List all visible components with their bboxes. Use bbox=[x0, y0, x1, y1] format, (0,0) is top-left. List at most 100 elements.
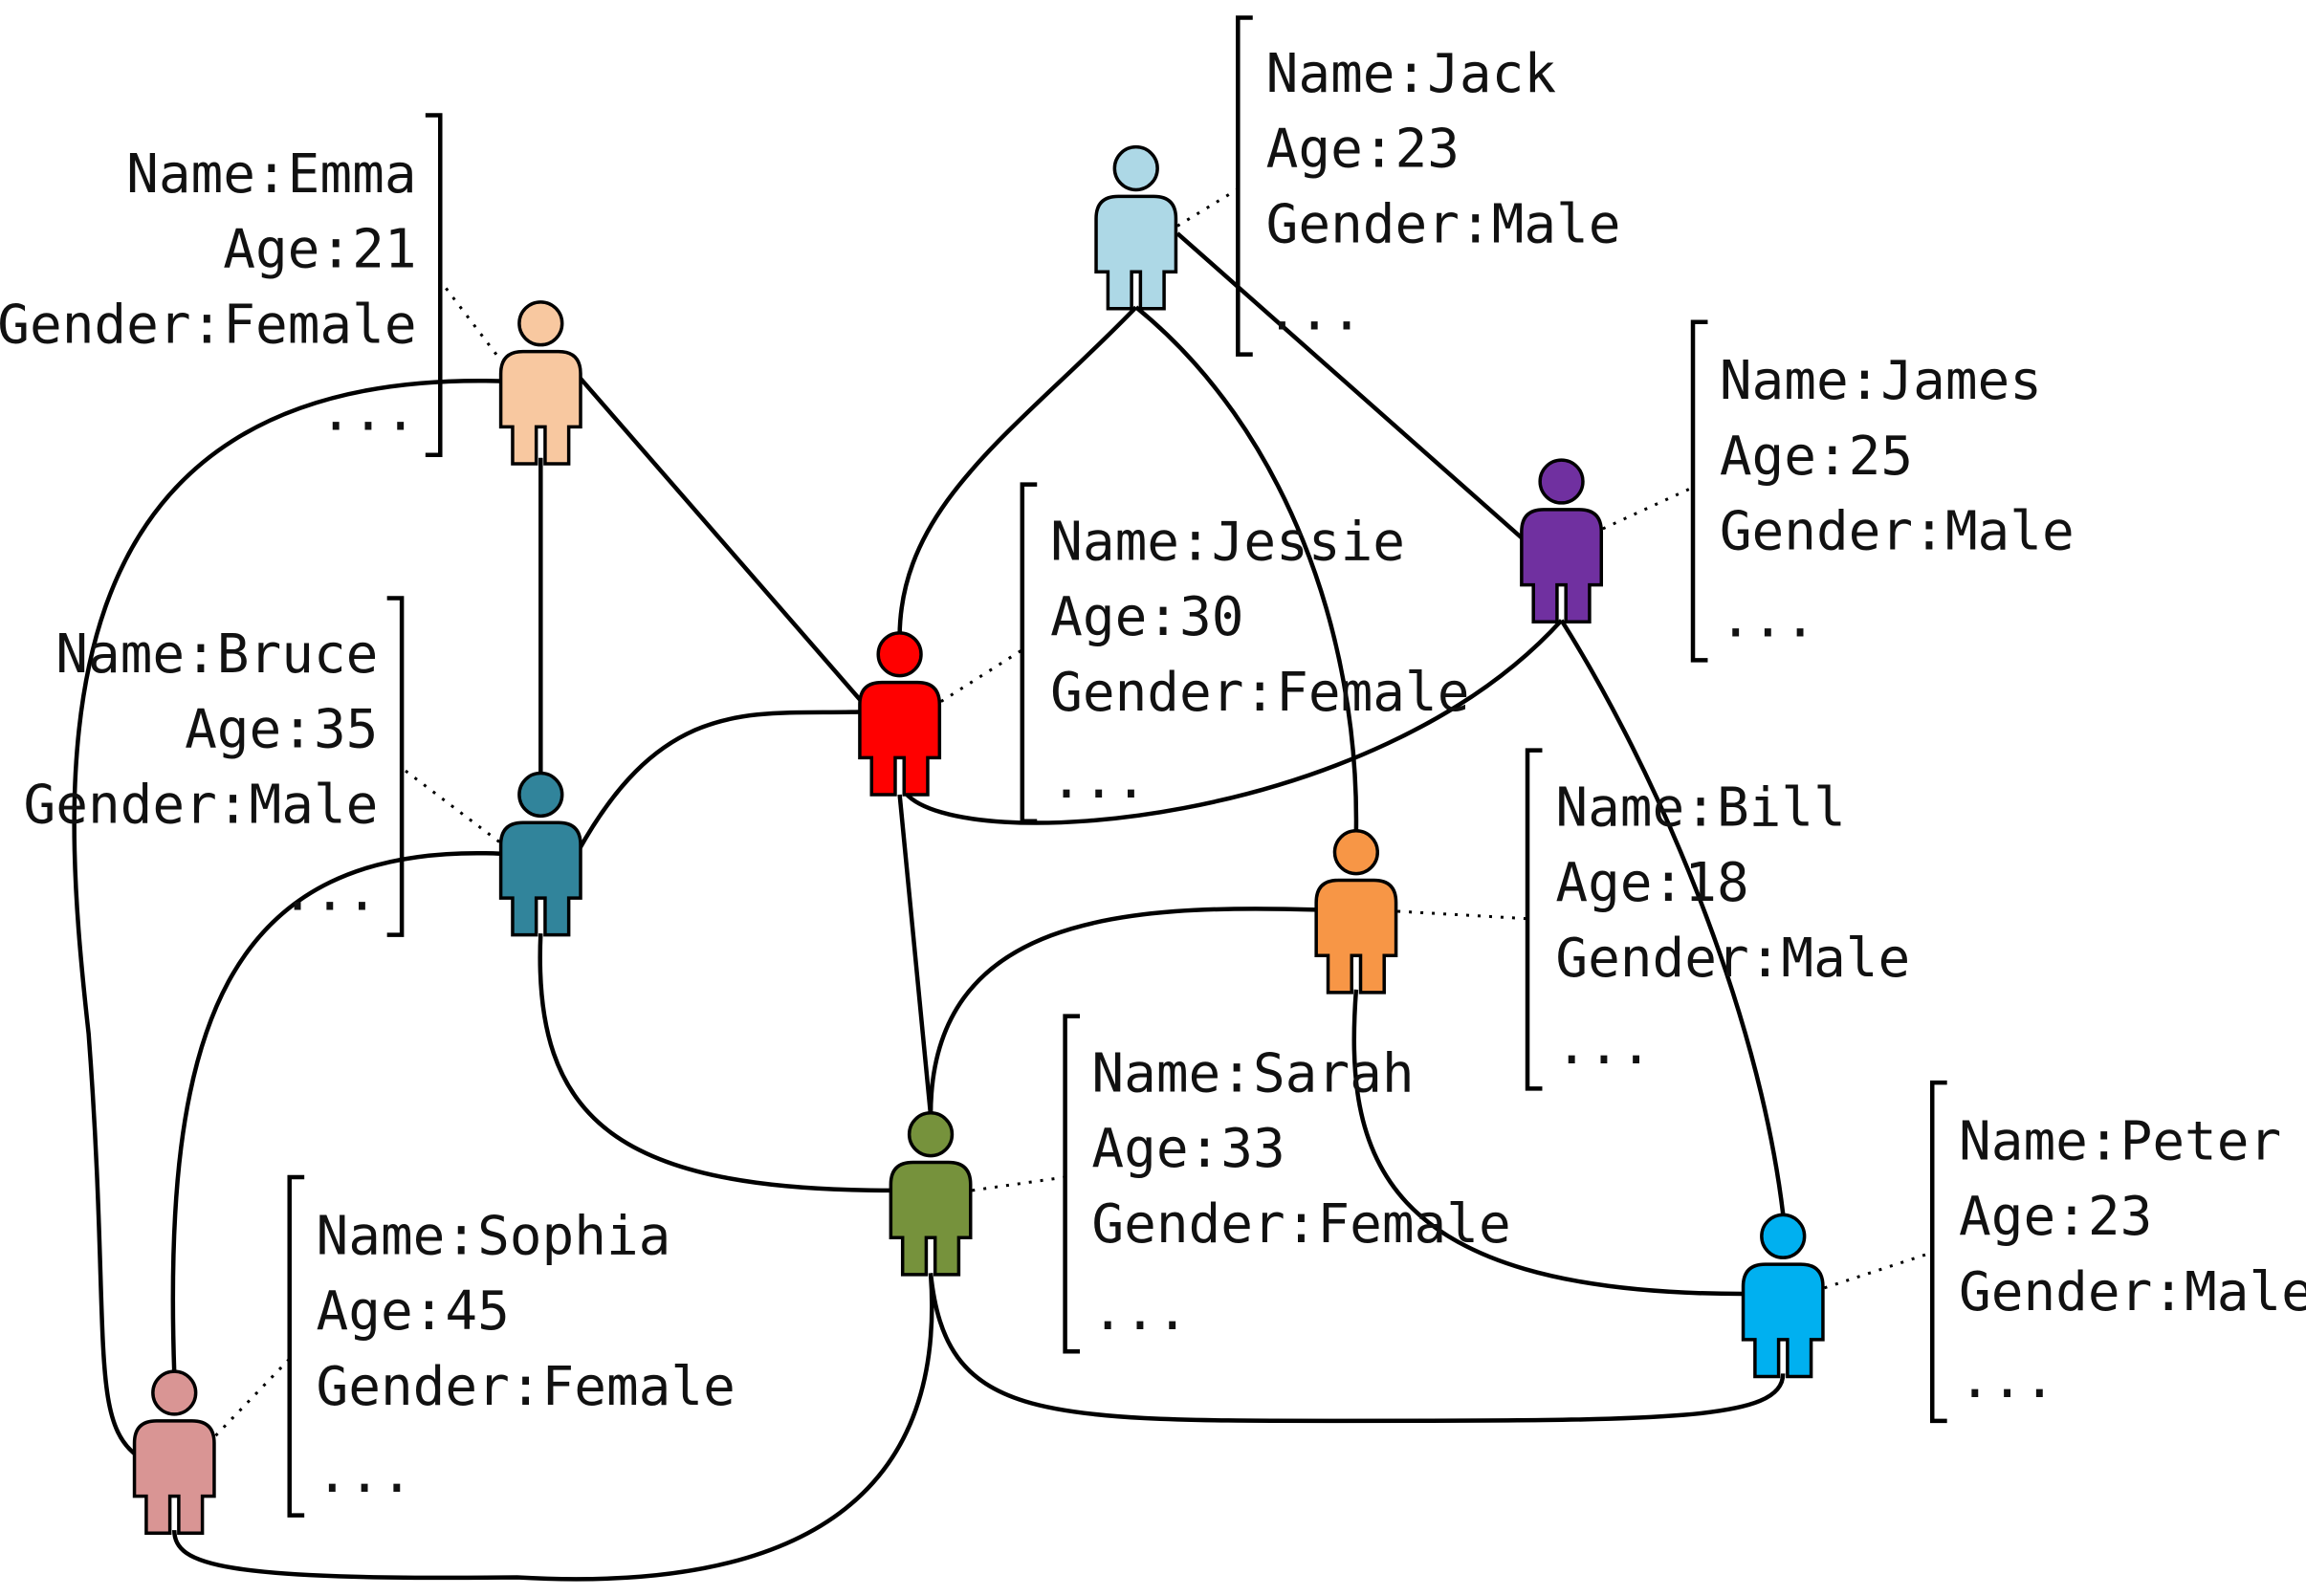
leader-line-jack bbox=[1177, 189, 1238, 227]
person-head bbox=[1114, 147, 1157, 190]
info-bracket bbox=[1020, 482, 1038, 824]
info-gender: Gender:Female bbox=[1091, 1193, 1510, 1256]
info-ellipsis: ... bbox=[1555, 1015, 1652, 1077]
info-gender: Gender:Male bbox=[24, 774, 379, 836]
person-body bbox=[860, 683, 939, 795]
info-age: Age:45 bbox=[317, 1280, 510, 1343]
edge-jack-jessie bbox=[900, 307, 1136, 635]
person-icon-sarah bbox=[890, 1113, 970, 1275]
info-ellipsis: ... bbox=[281, 861, 378, 923]
person-body bbox=[1096, 196, 1175, 308]
person-icon-sophia bbox=[135, 1371, 214, 1533]
person-head bbox=[878, 633, 921, 676]
person-body bbox=[1316, 881, 1395, 993]
info-ellipsis: ... bbox=[1720, 588, 1816, 650]
info-ellipsis: ... bbox=[1266, 280, 1363, 342]
info-labels-layer: Name:JackAge:23Gender:Male...Name:EmmaAg… bbox=[0, 15, 2306, 1518]
edge-emma-jessie bbox=[578, 375, 865, 704]
info-age: Age:23 bbox=[1959, 1186, 2152, 1248]
person-icon-bill bbox=[1316, 831, 1395, 993]
person-head bbox=[519, 302, 562, 345]
info-name: Name:Sophia bbox=[317, 1205, 671, 1267]
edge-jack-bill bbox=[1136, 307, 1356, 831]
info-name: Name:James bbox=[1720, 350, 2042, 412]
info-gender: Gender:Male bbox=[1266, 193, 1621, 255]
info-block-bill: Name:BillAge:18Gender:Male... bbox=[1525, 748, 1910, 1091]
info-age: Age:30 bbox=[1050, 586, 1243, 648]
info-age: Age:23 bbox=[1266, 119, 1460, 181]
info-bracket bbox=[1063, 1014, 1081, 1354]
edge-sarah-sophia bbox=[174, 1273, 932, 1579]
persons-layer bbox=[135, 147, 1823, 1534]
person-head bbox=[1762, 1214, 1805, 1257]
person-head bbox=[153, 1371, 196, 1414]
edges-layer bbox=[75, 233, 1784, 1579]
edge-jessie-bruce bbox=[578, 711, 860, 852]
info-age: Age:35 bbox=[185, 699, 378, 761]
info-age: Age:21 bbox=[223, 219, 416, 281]
info-block-jessie: Name:JessieAge:30Gender:Female... bbox=[1020, 482, 1469, 824]
edge-bruce-sophia bbox=[173, 853, 501, 1373]
info-ellipsis: ... bbox=[1091, 1280, 1188, 1343]
leader-lines-layer bbox=[216, 189, 1933, 1436]
person-icon-emma bbox=[501, 302, 581, 464]
info-ellipsis: ... bbox=[319, 381, 416, 443]
info-name: Name:Jessie bbox=[1050, 511, 1405, 573]
info-bracket bbox=[386, 596, 405, 937]
person-body bbox=[501, 352, 581, 464]
info-name: Name:Emma bbox=[126, 143, 416, 206]
info-gender: Gender:Female bbox=[1050, 662, 1469, 724]
person-body bbox=[890, 1163, 970, 1275]
edge-bruce-sarah bbox=[540, 933, 892, 1191]
person-icon-james bbox=[1522, 460, 1601, 622]
edge-jessie-sarah bbox=[900, 795, 931, 1115]
info-gender: Gender:Male bbox=[1555, 928, 1910, 990]
info-ellipsis: ... bbox=[317, 1443, 413, 1505]
info-block-jack: Name:JackAge:23Gender:Male... bbox=[1236, 15, 1621, 357]
leader-line-sophia bbox=[216, 1359, 290, 1435]
info-name: Name:Bruce bbox=[55, 623, 378, 686]
leader-line-bruce bbox=[402, 768, 499, 842]
person-head bbox=[519, 774, 562, 817]
info-age: Age:18 bbox=[1555, 852, 1748, 914]
leader-line-emma bbox=[440, 280, 496, 354]
info-name: Name:Peter bbox=[1959, 1110, 2281, 1172]
edge-bill-sarah bbox=[931, 908, 1318, 1115]
leader-line-bill bbox=[1397, 911, 1527, 919]
info-name: Name:Bill bbox=[1555, 776, 1845, 839]
info-name: Name:Sarah bbox=[1091, 1042, 1414, 1104]
info-bracket bbox=[1929, 1080, 1947, 1424]
person-body bbox=[1522, 510, 1601, 622]
info-name: Name:Jack bbox=[1266, 43, 1556, 105]
edge-sarah-peter bbox=[931, 1273, 1783, 1420]
person-icon-jessie bbox=[860, 633, 939, 795]
info-gender: Gender:Female bbox=[0, 294, 417, 356]
info-ellipsis: ... bbox=[1959, 1348, 2055, 1410]
person-head bbox=[1540, 460, 1583, 503]
info-bracket bbox=[1690, 319, 1708, 663]
info-block-emma: Name:EmmaAge:21Gender:Female... bbox=[0, 113, 443, 457]
person-head bbox=[1334, 831, 1377, 874]
info-ellipsis: ... bbox=[1050, 749, 1147, 811]
edge-jessie-james bbox=[906, 621, 1562, 823]
info-block-james: Name:JamesAge:25Gender:Male... bbox=[1690, 319, 2075, 663]
edge-bill-peter bbox=[1354, 990, 1744, 1294]
leader-line-sarah bbox=[972, 1177, 1065, 1191]
info-gender: Gender:Female bbox=[317, 1356, 736, 1418]
info-block-bruce: Name:BruceAge:35Gender:Male... bbox=[24, 596, 405, 937]
info-gender: Gender:Male bbox=[1720, 501, 2075, 563]
info-bracket bbox=[287, 1174, 305, 1518]
info-bracket bbox=[1525, 748, 1543, 1091]
edge-james-peter bbox=[1562, 621, 1784, 1214]
info-bracket bbox=[1236, 15, 1253, 357]
info-gender: Gender:Male bbox=[1959, 1261, 2306, 1323]
person-body bbox=[135, 1421, 214, 1533]
person-icon-jack bbox=[1096, 147, 1175, 309]
leader-line-peter bbox=[1824, 1253, 1932, 1288]
leader-line-jessie bbox=[941, 650, 1022, 702]
person-head bbox=[910, 1113, 953, 1156]
info-age: Age:33 bbox=[1091, 1118, 1285, 1180]
info-block-sophia: Name:SophiaAge:45Gender:Female... bbox=[287, 1174, 736, 1518]
